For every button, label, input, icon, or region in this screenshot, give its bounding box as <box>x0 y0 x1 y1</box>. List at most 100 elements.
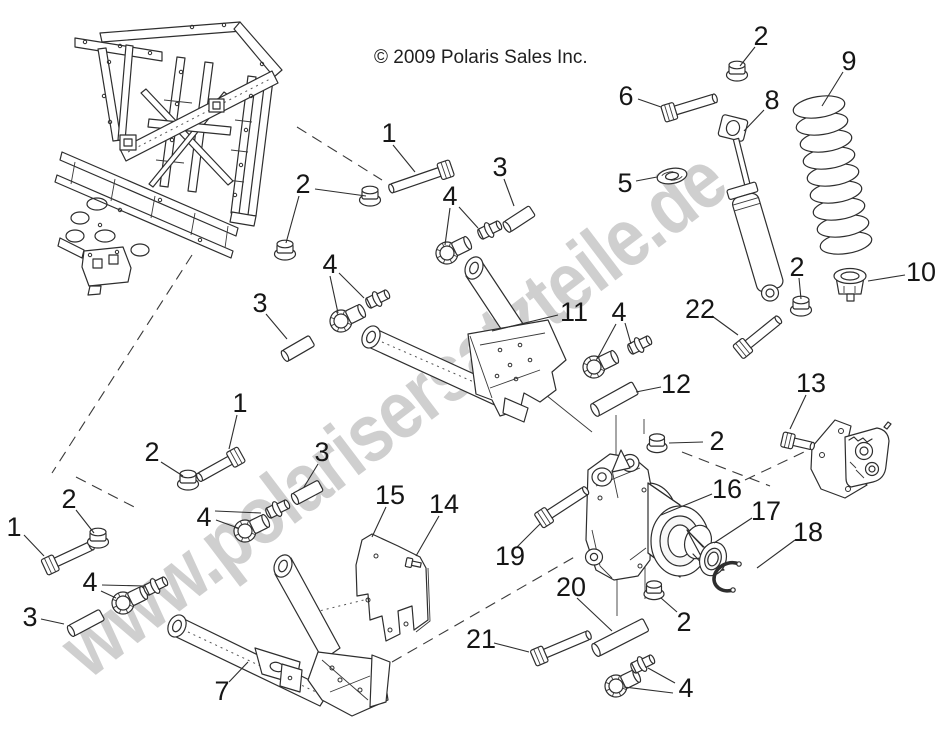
callout-number: 4 <box>322 249 337 279</box>
callout-leader <box>491 314 559 332</box>
flange-nut <box>789 295 813 317</box>
flange-nut <box>646 433 668 454</box>
callout-number: 9 <box>841 46 856 76</box>
callout-leader <box>40 618 65 625</box>
callout-leader <box>415 515 440 557</box>
callout-number: 12 <box>661 369 691 399</box>
frame-art <box>54 21 283 296</box>
brake-caliper <box>810 419 892 499</box>
callout-number: 21 <box>466 624 496 654</box>
bushing-large <box>329 303 367 333</box>
pivot-tube <box>591 618 649 657</box>
bushing-large <box>604 668 642 698</box>
bearing-carrier <box>584 449 710 581</box>
bolt <box>660 93 718 123</box>
callout-leader <box>756 539 796 569</box>
nuts <box>86 60 813 601</box>
callout-number: 2 <box>144 437 159 467</box>
flange-nut <box>273 239 297 261</box>
bushing-small <box>477 220 503 240</box>
callout-leader <box>668 441 704 444</box>
callout-leader <box>739 46 756 67</box>
copyright-text: © 2009 Polaris Sales Inc. <box>374 47 588 68</box>
callout-leader <box>635 386 662 393</box>
callout-leader <box>821 71 844 107</box>
callout-leader <box>623 686 674 694</box>
bolts <box>40 93 816 667</box>
pin <box>66 609 105 638</box>
snap-ring <box>712 560 742 593</box>
callout-number: 1 <box>6 512 21 542</box>
bushing-large <box>582 349 620 379</box>
callout-number: 13 <box>796 368 826 398</box>
lower-a-arm <box>167 554 391 717</box>
callout-leader <box>503 178 515 207</box>
callout-leader <box>23 534 45 557</box>
bushings <box>111 220 656 698</box>
bushing-large <box>435 235 473 265</box>
callout-number: 15 <box>375 480 405 510</box>
callout-number: 4 <box>678 673 693 703</box>
upper-a-arm <box>361 256 567 423</box>
callout-leader <box>314 188 367 197</box>
callout-leader <box>637 98 662 108</box>
callout-number: 4 <box>196 502 211 532</box>
callout-number: 22 <box>685 294 715 324</box>
callout-leader <box>338 272 365 299</box>
callout-number: 2 <box>709 426 724 456</box>
callout-leader <box>596 323 617 360</box>
small-screw <box>404 557 422 569</box>
spring-retainer <box>833 267 867 302</box>
callout-leader <box>635 176 658 182</box>
callout-leader <box>660 597 678 613</box>
pin <box>502 205 536 233</box>
callout-number: 3 <box>22 602 37 632</box>
callout-leader <box>303 463 319 488</box>
callout-number: 8 <box>764 85 779 115</box>
callout-leader <box>392 144 416 173</box>
callout-number: 3 <box>492 152 507 182</box>
bushing-large <box>111 585 149 615</box>
callout-leader <box>647 667 676 684</box>
callout-number: 4 <box>611 297 626 327</box>
callout-leader <box>329 275 339 314</box>
callout-leader <box>228 414 238 450</box>
callout-leader <box>444 207 451 246</box>
bolt <box>388 159 455 194</box>
callout-number: 18 <box>793 517 823 547</box>
callout-leader <box>101 584 145 587</box>
callout-leader <box>214 510 262 514</box>
callout-leader <box>789 394 807 430</box>
callout-leader <box>713 517 753 544</box>
callout-number: 3 <box>252 288 267 318</box>
pin <box>290 480 324 506</box>
bushing-small <box>627 335 653 355</box>
shock-absorber <box>717 114 784 302</box>
flange-nut <box>86 527 110 549</box>
callout-number: 4 <box>82 567 97 597</box>
callout-number: 2 <box>789 252 804 282</box>
callout-number: 16 <box>712 474 742 504</box>
callout-number: 7 <box>214 676 229 706</box>
bolt <box>196 446 246 483</box>
callout-number: 5 <box>617 168 632 198</box>
pivot-tube <box>590 381 639 417</box>
bushing-small <box>365 289 391 309</box>
callout-number: 17 <box>751 496 781 526</box>
callout-number: 20 <box>556 572 586 602</box>
callout-number: 14 <box>429 489 459 519</box>
spacer-tubes <box>66 205 649 657</box>
callout-leader <box>228 661 249 683</box>
flange-nut <box>725 60 749 82</box>
callout-number: 19 <box>495 541 525 571</box>
flange-nut <box>643 580 665 601</box>
callout-leader <box>215 519 239 529</box>
callout-leader <box>743 109 765 132</box>
flange-nut <box>358 185 382 207</box>
callout-leader <box>660 493 713 516</box>
callout-leader <box>576 597 613 632</box>
callout-leader <box>458 206 479 229</box>
